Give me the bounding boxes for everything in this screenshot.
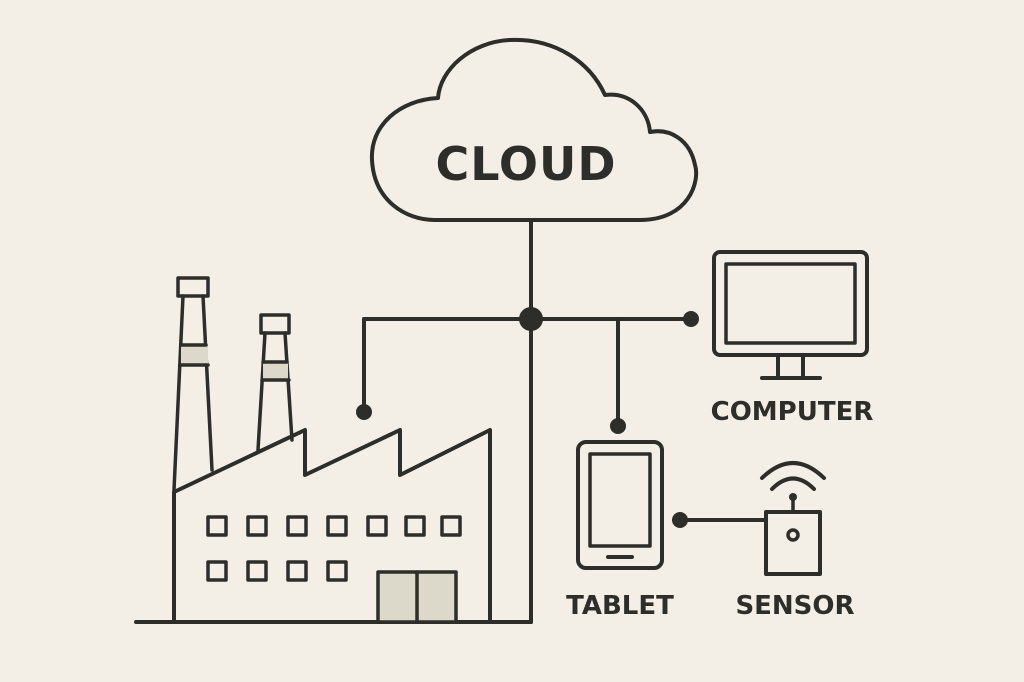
tablet-screen <box>588 452 652 548</box>
factory-node-dot <box>356 404 372 420</box>
sensor-node-dot <box>672 512 688 528</box>
computer-label: COMPUTER <box>711 397 874 427</box>
tablet-node-dot <box>610 418 626 434</box>
tablet-frame <box>576 440 664 570</box>
computer-node-dot <box>683 311 699 327</box>
chimney-left <box>172 276 214 492</box>
wifi-signal-icon <box>760 461 826 501</box>
sensor-indicator <box>786 528 800 542</box>
tablet-icon: TABLET <box>566 440 674 621</box>
monitor-frame <box>712 250 869 357</box>
factory-windows <box>206 515 462 582</box>
monitor-screen <box>724 262 857 345</box>
computer-monitor-icon: COMPUTER <box>711 250 874 427</box>
factory-building <box>172 428 492 624</box>
sensor-label: SENSOR <box>735 591 854 621</box>
cloud-label: CLOUD <box>435 137 616 191</box>
factory-icon <box>134 276 533 624</box>
hub-node-dot <box>519 307 543 331</box>
cloud-icon: CLOUD <box>369 37 699 222</box>
sensor-body <box>764 510 822 576</box>
tablet-label: TABLET <box>566 591 674 621</box>
chimney-right <box>256 313 294 452</box>
connection-lines <box>356 220 768 624</box>
factory-door <box>376 570 458 624</box>
sensor-icon: SENSOR <box>735 461 855 621</box>
